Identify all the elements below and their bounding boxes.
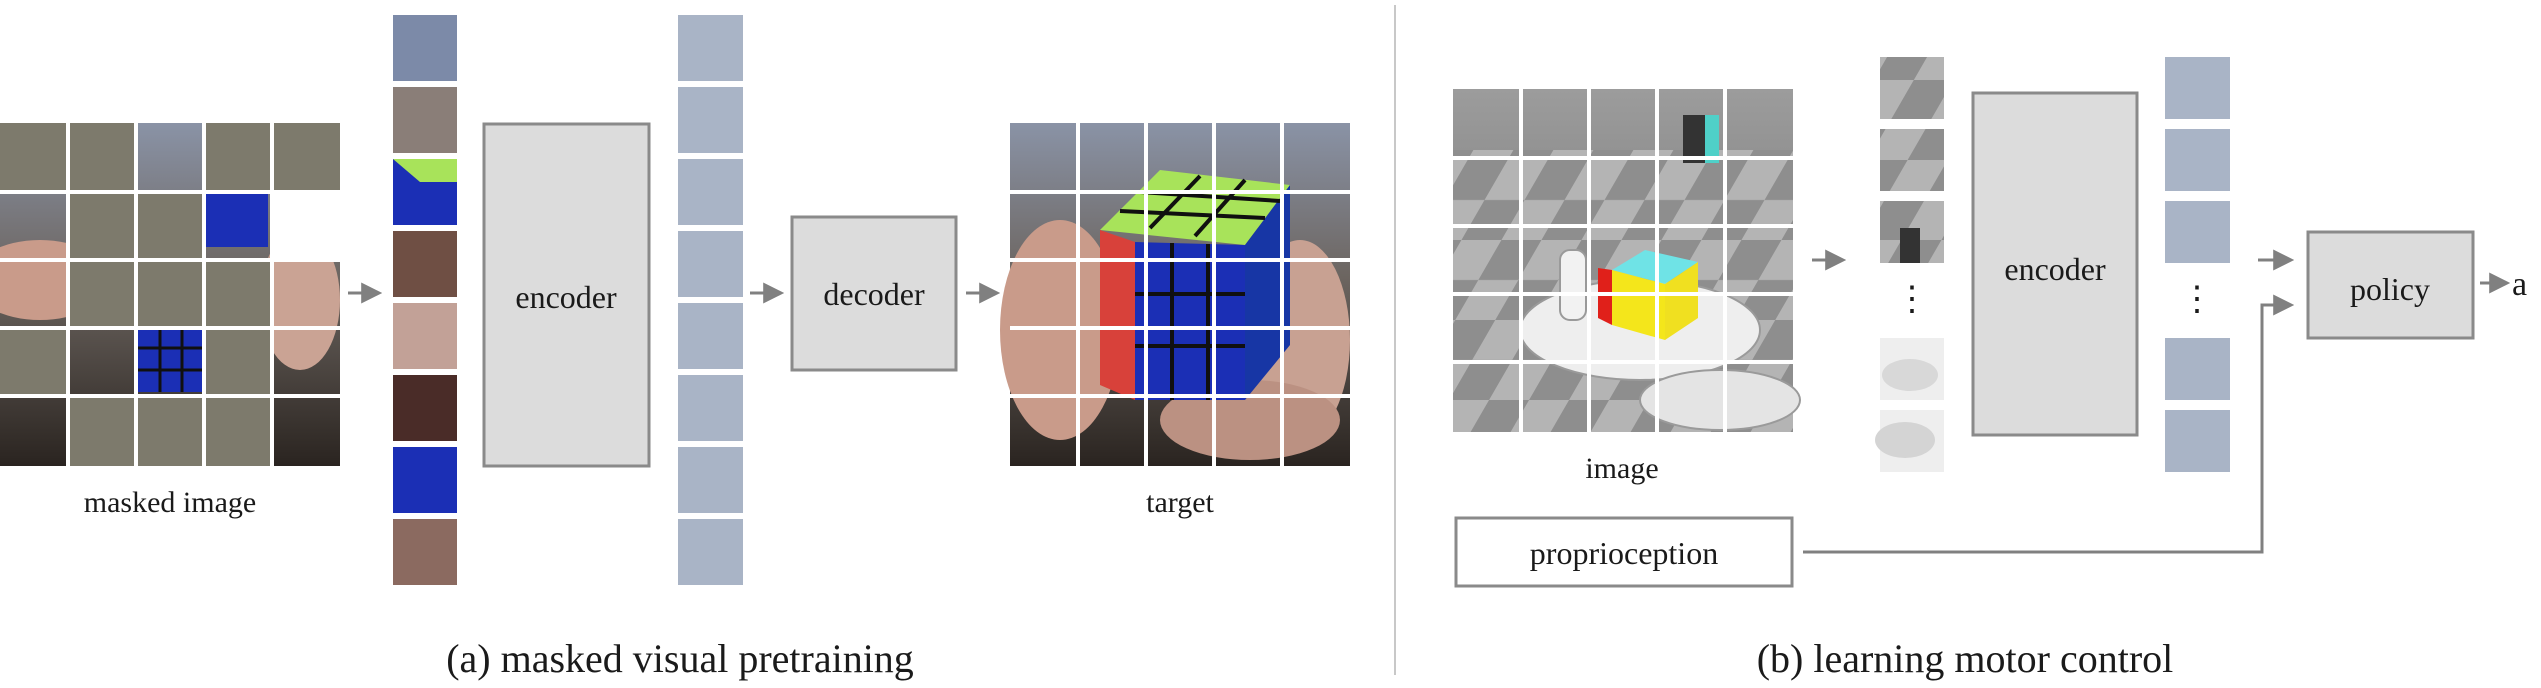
proprioception-label: proprioception bbox=[1530, 535, 1718, 571]
encoder-box-a bbox=[482, 122, 651, 468]
policy-label: policy bbox=[2350, 271, 2430, 307]
proprioception-connector bbox=[1803, 294, 2295, 554]
caption-b: (b) learning motor control bbox=[1757, 636, 2174, 681]
encoder-label-b: encoder bbox=[2004, 251, 2106, 287]
policy-box bbox=[2306, 230, 2475, 340]
decoder-label: decoder bbox=[823, 276, 925, 312]
masked-image-grid bbox=[0, 123, 340, 466]
token-column-b bbox=[2165, 57, 2230, 472]
sim-image-grid bbox=[1453, 89, 1801, 432]
caption-a: (a) masked visual pretraining bbox=[446, 636, 914, 681]
decoder-box bbox=[790, 215, 958, 372]
vertical-dots-icon: ⋮ bbox=[2180, 281, 2214, 318]
proprioception-box bbox=[1454, 516, 1794, 588]
image-label: image bbox=[1585, 452, 1658, 485]
masked-image-label: masked image bbox=[84, 486, 256, 519]
encoder-box-b bbox=[1971, 91, 2139, 437]
target-image bbox=[1000, 123, 1350, 466]
target-label: target bbox=[1146, 486, 1214, 519]
visible-patches-column bbox=[393, 15, 457, 585]
action-output-label: a bbox=[2512, 266, 2527, 303]
sim-patches-column bbox=[1875, 57, 1944, 472]
vertical-dots-icon: ⋮ bbox=[1895, 281, 1929, 318]
encoder-label-a: encoder bbox=[515, 279, 617, 315]
token-column-a bbox=[678, 15, 743, 585]
